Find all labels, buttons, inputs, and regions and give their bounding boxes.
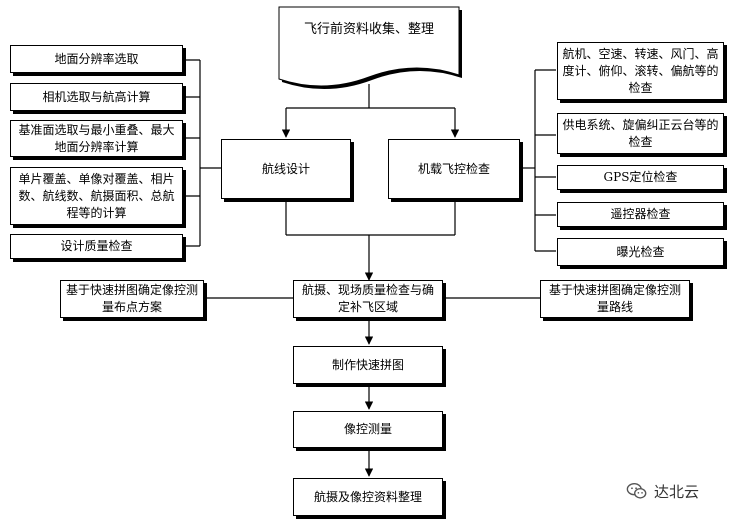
data-organize-box: 航摄及像控资料整理	[293, 478, 443, 516]
gcp-route-box: 基于快速拼图确定像控测量路线	[540, 280, 690, 318]
left-item-design-qc: 设计质量检查	[10, 234, 183, 259]
right-item-remote-check: 遥控器检查	[557, 202, 724, 227]
right-item-exposure-check: 曝光检查	[557, 238, 724, 266]
aerial-survey-qc-box: 航摄、现场质量检查与确定补飞区域	[293, 280, 443, 318]
watermark: 达北云	[626, 479, 699, 503]
left-item-coverage-calc: 单片覆盖、单像对覆盖、相片数、航线数、航摄面积、总航程等的计算	[10, 167, 183, 225]
right-item-gps-check: GPS定位检查	[557, 165, 724, 190]
gcp-layout-plan-box: 基于快速拼图确定像控测量布点方案	[60, 280, 204, 318]
flight-control-check-box: 机载飞控检查	[388, 139, 520, 199]
watermark-text: 达北云	[654, 482, 700, 501]
right-item-power-gimbal-check: 供电系统、旋偏纠正云台等的检查	[557, 113, 724, 154]
left-item-camera-altitude: 相机选取与航高计算	[10, 83, 183, 111]
quick-mosaic-box: 制作快速拼图	[293, 346, 443, 384]
left-item-datum-overlap: 基准面选取与最小重叠、最大地面分辨率计算	[10, 120, 183, 157]
gcp-survey-box: 像控测量	[293, 411, 443, 448]
wechat-icon	[626, 482, 647, 499]
top-document-label: 飞行前资料收集、整理	[303, 22, 434, 37]
right-item-airframe-check: 航机、空速、转速、风门、高度计、俯仰、滚转、偏航等的检查	[557, 42, 724, 100]
route-design-box: 航线设计	[221, 139, 351, 199]
left-item-ground-resolution: 地面分辨率选取	[10, 45, 183, 73]
